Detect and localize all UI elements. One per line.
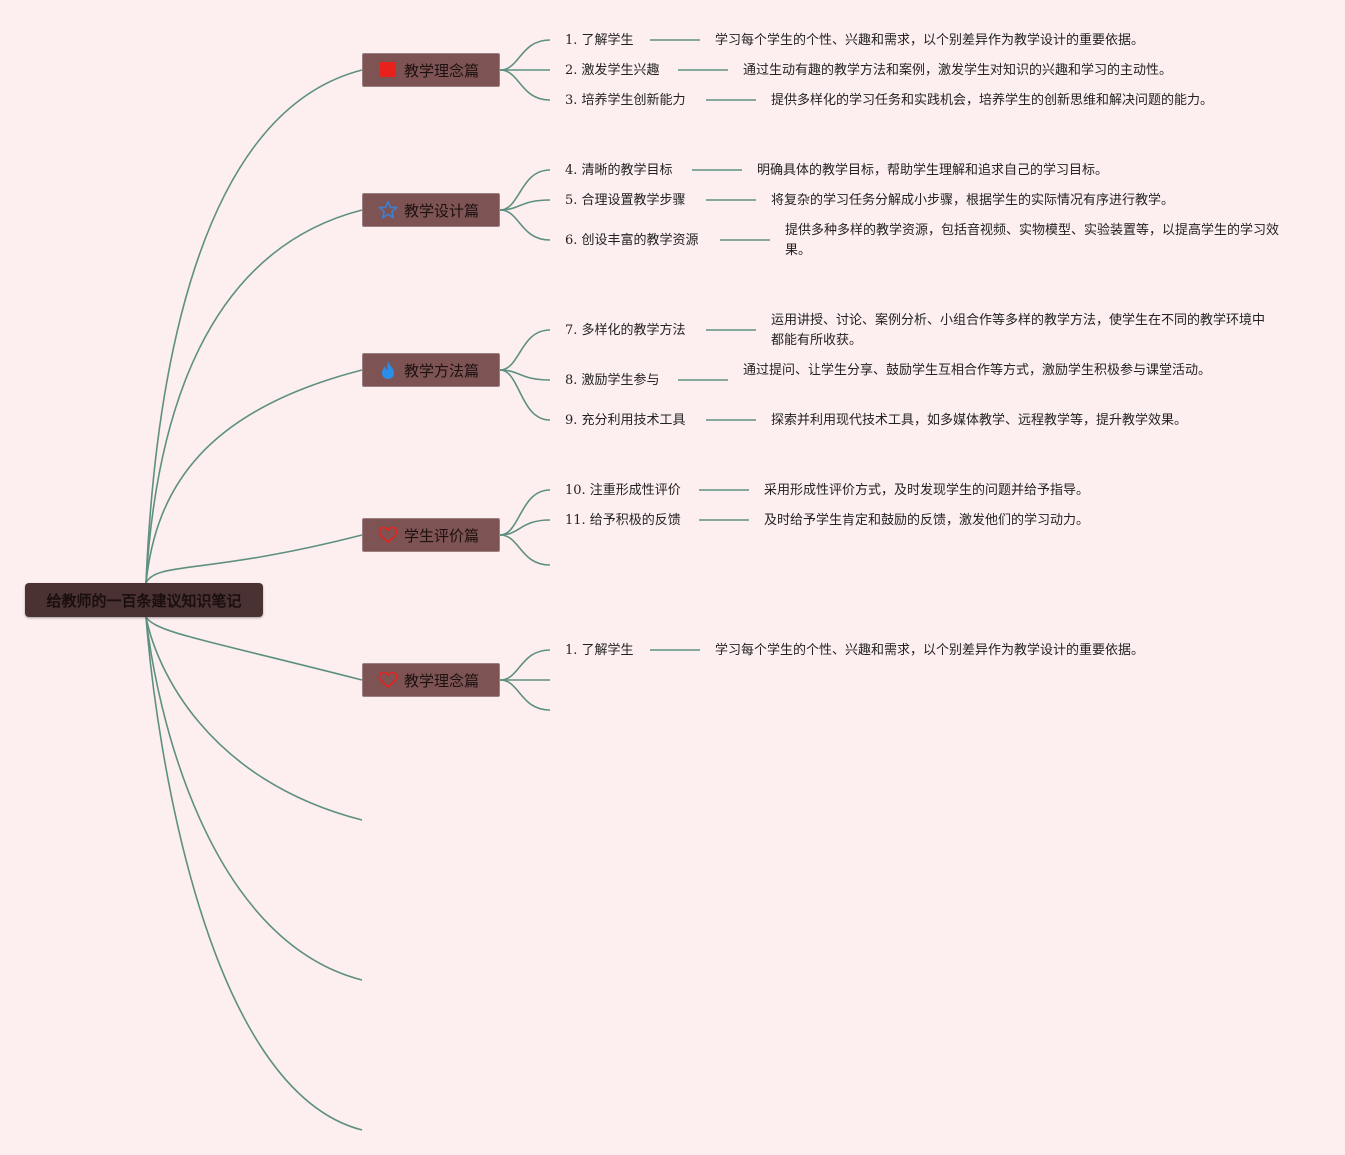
root-label: 给教师的一百条建议知识笔记 [46, 591, 242, 610]
leaf-desc: 通过生动有趣的教学方法和案例，激发学生对知识的兴趣和学习的主动性。 [743, 63, 1173, 78]
leaf-title[interactable]: 6. 创设丰富的教学资源 [565, 233, 699, 248]
leaf-desc: 明确具体的教学目标，帮助学生理解和追求自己的学习目标。 [757, 163, 1109, 178]
branch-label: 教学方法篇 [404, 361, 480, 380]
root-connector [145, 69, 363, 584]
leaf-connector [499, 649, 551, 681]
branch-teaching-methods[interactable]: 教学方法篇 [362, 353, 500, 387]
root-connector [145, 616, 363, 981]
root-connector [145, 616, 363, 1131]
leaf-desc: 学习每个学生的个性、兴趣和需求，以个别差异作为教学设计的重要依据。 [715, 643, 1145, 658]
red-heart-icon [378, 525, 398, 545]
leaf-connector [499, 369, 551, 421]
leaf-connector [499, 69, 551, 101]
leaf-title[interactable]: 4. 清晰的教学目标 [565, 163, 673, 178]
leaf-desc: 运用讲授、讨论、案例分析、小组合作等多样的教学方法，使学生在不同的教学环境中都能… [771, 313, 1266, 348]
leaf-connector [499, 534, 551, 566]
root-connector [145, 369, 363, 584]
leaf-connector [499, 679, 551, 711]
leaf-connector [499, 209, 551, 241]
leaf-desc: 采用形成性评价方式，及时发现学生的问题并给予指导。 [764, 483, 1090, 498]
leaf-connector [499, 329, 551, 371]
leaf-connector [499, 519, 551, 536]
leaf-connector [499, 369, 551, 381]
leaf-desc: 及时给予学生肯定和鼓励的反馈，激发他们的学习动力。 [764, 513, 1090, 528]
branch-label: 教学理念篇 [404, 61, 480, 80]
branch-teaching-philosophy[interactable]: 教学理念篇 [362, 53, 500, 87]
leaf-desc: 提供多种多样的教学资源，包括音视频、实物模型、实验装置等，以提高学生的学习效果。 [785, 223, 1280, 258]
branch-label: 教学理念篇 [404, 671, 480, 690]
blue-star-icon [378, 200, 398, 220]
leaf-title[interactable]: 7. 多样化的教学方法 [565, 323, 686, 338]
leaf-title[interactable]: 8. 激励学生参与 [565, 373, 660, 388]
branch-teaching-philosophy-2[interactable]: 教学理念篇 [362, 663, 500, 697]
red-heart-icon [378, 670, 398, 690]
leaf-title[interactable]: 3. 培养学生创新能力 [565, 93, 686, 108]
leaf-desc: 探索并利用现代技术工具，如多媒体教学、远程教学等，提升教学效果。 [771, 413, 1188, 428]
root-connector [145, 209, 363, 584]
leaf-desc: 将复杂的学习任务分解成小步骤，根据学生的实际情况有序进行教学。 [771, 193, 1175, 208]
leaf-title[interactable]: 2. 激发学生兴趣 [565, 63, 660, 78]
root-connector [145, 616, 363, 681]
leaf-desc: 学习每个学生的个性、兴趣和需求，以个别差异作为教学设计的重要依据。 [715, 33, 1145, 48]
leaf-title[interactable]: 1. 了解学生 [565, 33, 634, 48]
leaf-connector [499, 199, 551, 211]
branch-student-evaluation[interactable]: 学生评价篇 [362, 518, 500, 552]
root-connector [145, 534, 363, 584]
red-flag-icon [378, 60, 398, 80]
leaf-connector [499, 489, 551, 536]
branch-label: 教学设计篇 [404, 201, 480, 220]
leaf-desc: 通过提问、让学生分享、鼓励学生互相合作等方式，激励学生积极参与课堂活动。 [743, 363, 1212, 378]
branch-teaching-design[interactable]: 教学设计篇 [362, 193, 500, 227]
leaf-title[interactable]: 11. 给予积极的反馈 [565, 513, 681, 528]
leaf-connector [499, 39, 551, 71]
leaf-desc: 提供多样化的学习任务和实践机会，培养学生的创新思维和解决问题的能力。 [771, 93, 1214, 108]
leaf-title[interactable]: 1. 了解学生 [565, 643, 634, 658]
root-connector [145, 616, 363, 821]
leaf-title[interactable]: 10. 注重形成性评价 [565, 483, 681, 498]
branch-label: 学生评价篇 [404, 526, 480, 545]
root-node[interactable]: 给教师的一百条建议知识笔记 [25, 583, 263, 617]
leaf-title[interactable]: 9. 充分利用技术工具 [565, 413, 686, 428]
leaf-title[interactable]: 5. 合理设置教学步骤 [565, 193, 686, 208]
blue-flame-icon [378, 360, 398, 380]
